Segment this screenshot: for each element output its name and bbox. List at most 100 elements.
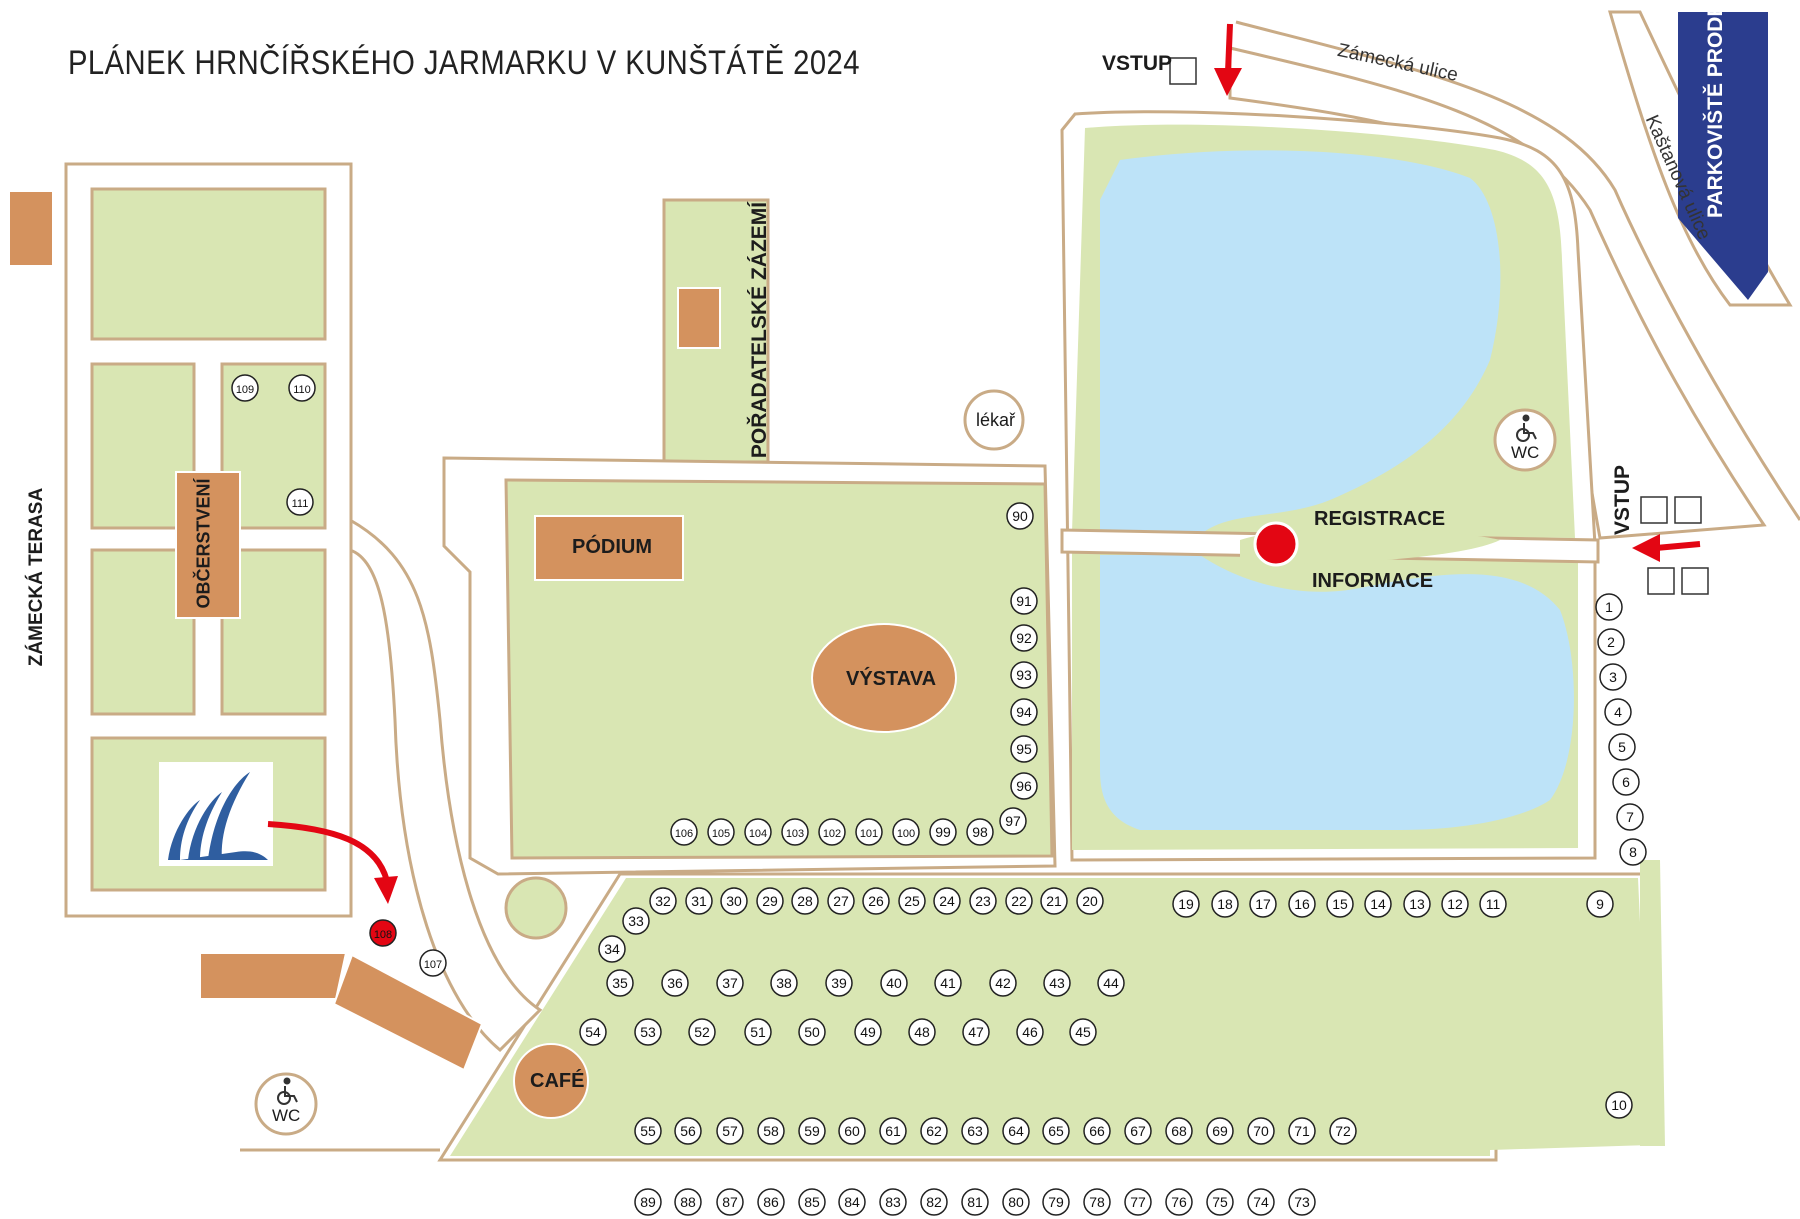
stand-circle (1165, 1188, 1193, 1216)
stand-number: 95 (1016, 741, 1032, 757)
registrace-dot (1253, 521, 1299, 567)
stand-number: 89 (640, 1194, 656, 1210)
stand-number: 98 (972, 824, 988, 840)
stand-39: 39 (825, 969, 853, 997)
stand-31: 31 (685, 887, 713, 915)
stand-81: 81 (961, 1188, 989, 1216)
stand-circle (892, 818, 920, 846)
stand-number: 16 (1294, 896, 1310, 912)
stand-99: 99 (929, 818, 957, 846)
stand-circle (231, 374, 259, 402)
stand-circle (1076, 887, 1104, 915)
stand-28: 28 (791, 887, 819, 915)
stand-circle (1329, 1117, 1357, 1145)
stand-circle (1042, 1188, 1070, 1216)
stand-circle (1288, 1117, 1316, 1145)
stand-65: 65 (1042, 1117, 1070, 1145)
stand-circle (1042, 1117, 1070, 1145)
stand-number: 104 (749, 828, 767, 840)
stand-95: 95 (1010, 735, 1038, 763)
stand-number: 7 (1626, 809, 1634, 825)
stand-circle (757, 1188, 785, 1216)
stand-54: 54 (579, 1018, 607, 1046)
stand-circle (1326, 890, 1354, 918)
stand-circle (286, 488, 314, 516)
stand-circle (1608, 733, 1636, 761)
stand-17: 17 (1249, 890, 1277, 918)
stand-98: 98 (966, 818, 994, 846)
stand-circle (707, 818, 735, 846)
stand-71: 71 (1288, 1117, 1316, 1145)
stand-circle (1479, 890, 1507, 918)
stand-53: 53 (634, 1018, 662, 1046)
stand-circle (1002, 1117, 1030, 1145)
stand-69: 69 (1206, 1117, 1234, 1145)
stand-number: 19 (1178, 896, 1194, 912)
stand-number: 33 (628, 913, 644, 929)
stand-number: 45 (1075, 1024, 1091, 1040)
stand-61: 61 (879, 1117, 907, 1145)
stand-82: 82 (920, 1188, 948, 1216)
stand-circle (1124, 1188, 1152, 1216)
stand-circle (1211, 890, 1239, 918)
stand-circle (419, 949, 447, 977)
stand-107: 107 (419, 949, 447, 977)
stand-circle (1083, 1117, 1111, 1145)
stand-circle (685, 887, 713, 915)
wheelchair-icon-right (1516, 414, 1537, 442)
stand-number: 110 (293, 384, 311, 396)
stand-23: 23 (969, 887, 997, 915)
stand-84: 84 (838, 1188, 866, 1216)
stand-47: 47 (962, 1018, 990, 1046)
stand-52: 52 (688, 1018, 716, 1046)
stand-62: 62 (920, 1117, 948, 1145)
stand-number: 15 (1332, 896, 1348, 912)
stand-circle (716, 969, 744, 997)
round-lawn (504, 876, 568, 940)
stand-number: 60 (844, 1123, 860, 1139)
stand-circle (1206, 1117, 1234, 1145)
stand-49: 49 (854, 1018, 882, 1046)
stand-4: 4 (1604, 698, 1632, 726)
zamecka-ulice-inner (1235, 20, 1800, 521)
stand-number: 67 (1130, 1123, 1146, 1139)
stand-67: 67 (1124, 1117, 1152, 1145)
stand-56: 56 (674, 1117, 702, 1145)
stand-circle (649, 887, 677, 915)
stand-number: 86 (763, 1194, 779, 1210)
stand-number: 13 (1409, 896, 1425, 912)
registrace-label: REGISTRACE (1314, 508, 1446, 530)
stand-number: 28 (797, 893, 813, 909)
stand-circle (1040, 887, 1068, 915)
stand-13: 13 (1403, 890, 1431, 918)
stand-number: 53 (640, 1024, 656, 1040)
stand-circle (1010, 624, 1038, 652)
lower-building-right (332, 953, 484, 1072)
stand-number: 108 (374, 929, 392, 941)
stand-46: 46 (1016, 1018, 1044, 1046)
stand-number: 74 (1253, 1194, 1269, 1210)
stand-number: 22 (1011, 893, 1027, 909)
left-edge-building (10, 192, 52, 265)
stand-number: 12 (1447, 896, 1463, 912)
stand-circle (798, 1117, 826, 1145)
stand-circle (908, 1018, 936, 1046)
stand-number: 101 (860, 828, 878, 840)
stand-circle (369, 919, 397, 947)
stand-88: 88 (674, 1188, 702, 1216)
stand-74: 74 (1247, 1188, 1275, 1216)
stand-circle (1288, 1188, 1316, 1216)
terasa-plot-mid-left (90, 362, 196, 530)
stand-number: 44 (1103, 975, 1119, 991)
vystava (811, 623, 957, 733)
stand-circle (898, 887, 926, 915)
stand-108: 108 (369, 919, 397, 947)
lower-building-left (199, 952, 348, 1000)
stand-circle (1586, 890, 1614, 918)
stand-circle (966, 818, 994, 846)
poradatelske-zazemi-building (677, 287, 721, 349)
stand-73: 73 (1288, 1188, 1316, 1216)
podium-label: PÓDIUM (572, 536, 652, 558)
stand-21: 21 (1040, 887, 1068, 915)
